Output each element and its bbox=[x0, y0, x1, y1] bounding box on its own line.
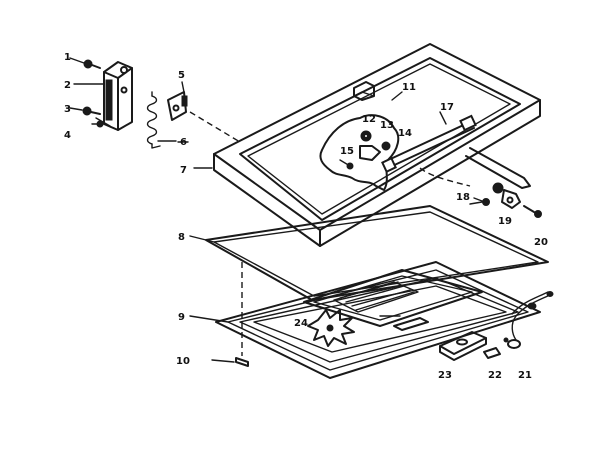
interlock-cutaway bbox=[319, 114, 400, 191]
door-frame bbox=[213, 43, 541, 247]
hinge-leader-line bbox=[189, 111, 241, 143]
callout-13: 13 bbox=[380, 120, 394, 131]
callout-3: 3 bbox=[64, 104, 71, 115]
callout-20: 20 bbox=[534, 237, 548, 248]
leader-lines bbox=[73, 83, 483, 323]
warning-label-part-24 bbox=[307, 309, 355, 347]
actuator-rod-part-17 bbox=[381, 114, 477, 173]
callout-4: 4 bbox=[64, 130, 71, 141]
door-gasket-part-8 bbox=[205, 205, 549, 301]
hinge-pin-part-10 bbox=[211, 357, 249, 367]
callout-19: 19 bbox=[498, 216, 512, 227]
bracket-part-5 bbox=[167, 81, 188, 121]
screw-part-20 bbox=[523, 205, 542, 218]
inner-door-panel-part-9 bbox=[215, 261, 541, 379]
callout-14: 14 bbox=[398, 128, 412, 139]
callout-24: 24 bbox=[294, 318, 308, 329]
callout-10: 10 bbox=[176, 356, 190, 367]
callout-1: 1 bbox=[64, 52, 71, 63]
screw-part-1 bbox=[69, 57, 101, 69]
callout-21: 21 bbox=[518, 370, 532, 381]
callout-15: 15 bbox=[340, 146, 354, 157]
callout-8: 8 bbox=[178, 232, 185, 243]
screw-part-4 bbox=[91, 120, 104, 128]
callout-6: 6 bbox=[180, 137, 187, 148]
latch-lever bbox=[419, 147, 531, 189]
hinge-bracket bbox=[95, 61, 133, 131]
callout-labels: 1 2 3 4 5 6 7 8 9 10 11 12 13 14 15 17 1… bbox=[64, 52, 548, 381]
callout-9: 9 bbox=[178, 312, 185, 323]
door-switch-part-21 bbox=[503, 291, 554, 349]
callout-23: 23 bbox=[438, 370, 452, 381]
choke-cover-part-23 bbox=[439, 331, 487, 361]
spring-part-6 bbox=[146, 91, 177, 149]
screw-part-3 bbox=[69, 106, 101, 116]
callout-12: 12 bbox=[362, 114, 376, 125]
callout-22: 22 bbox=[488, 370, 502, 381]
callout-18: 18 bbox=[456, 192, 470, 203]
callout-2: 2 bbox=[64, 80, 71, 91]
callout-7: 7 bbox=[180, 165, 187, 176]
callout-11: 11 bbox=[402, 82, 416, 93]
callout-5: 5 bbox=[178, 70, 185, 81]
callout-17: 17 bbox=[440, 102, 454, 113]
latch-assembly-part-19 bbox=[492, 182, 521, 209]
seal-part-22 bbox=[483, 347, 501, 359]
